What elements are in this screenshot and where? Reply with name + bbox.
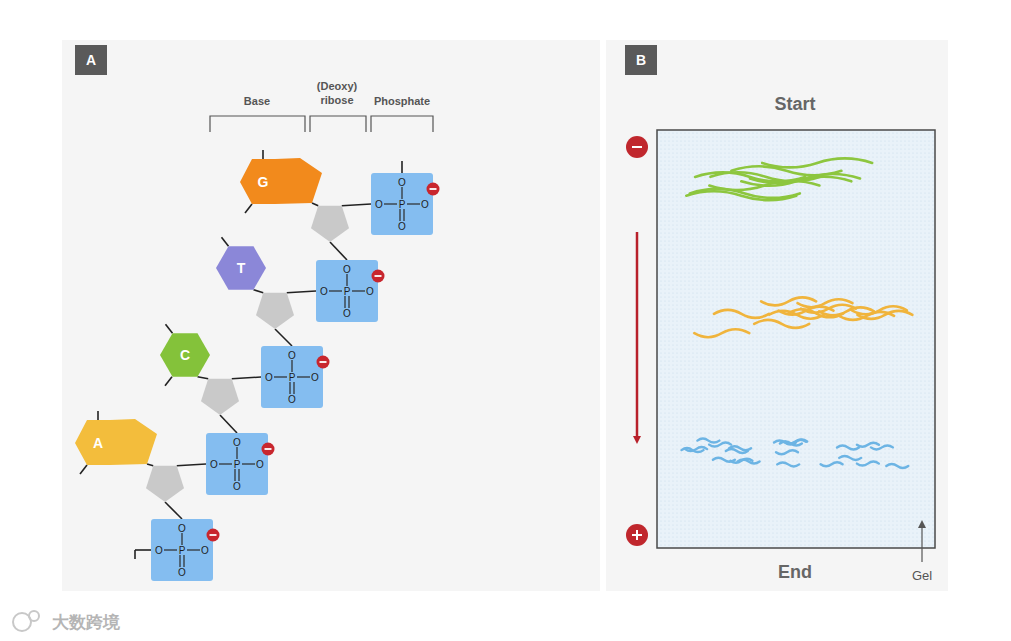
base-letter: T xyxy=(237,260,246,276)
panel-b xyxy=(606,40,948,591)
atom-symbol: P xyxy=(344,286,351,297)
atom-symbol: O xyxy=(398,177,406,188)
atom-symbol: O xyxy=(233,437,241,448)
base-letter: C xyxy=(180,347,190,363)
base-letter: A xyxy=(93,435,103,451)
atom-symbol: O xyxy=(210,459,218,470)
phosphate-group: OOPOO xyxy=(206,433,268,495)
backbone-bonds xyxy=(80,150,402,559)
atom-symbol: O xyxy=(201,545,209,556)
gel xyxy=(657,130,935,548)
atom-symbol: O xyxy=(233,481,241,492)
atom-symbol: O xyxy=(421,199,429,210)
node-shape xyxy=(73,417,159,468)
phosphate-group: OOPOO xyxy=(151,519,213,581)
atom-symbol: P xyxy=(179,545,186,556)
atom-symbol: O xyxy=(398,221,406,232)
atom-symbol: P xyxy=(399,199,406,210)
atom-symbol: O xyxy=(311,372,319,383)
phosphate-group: OOPOO xyxy=(261,346,323,408)
watermark: 大数跨境 xyxy=(52,612,120,634)
gel-leader xyxy=(921,524,922,562)
atom-symbol: O xyxy=(375,199,383,210)
atom-symbol: O xyxy=(320,286,328,297)
column-heading: (Deoxy) ribose xyxy=(312,79,362,108)
deoxyribose-sugars xyxy=(146,206,349,502)
atom-symbol: O xyxy=(178,523,186,534)
panel-letter: A xyxy=(86,52,96,68)
node-shape xyxy=(238,156,324,207)
panel-letter: B xyxy=(636,52,646,68)
atom-symbol: O xyxy=(343,264,351,275)
atom-symbol: O xyxy=(256,459,264,470)
panel-a xyxy=(62,40,600,591)
atom-symbol: O xyxy=(343,308,351,319)
atom-symbol: P xyxy=(234,459,241,470)
phosphate-group: OOPOO xyxy=(371,173,433,235)
base-letter: G xyxy=(258,174,269,190)
watermark-logo xyxy=(13,611,39,631)
base-cytosine: C xyxy=(158,331,212,379)
migration-arrow xyxy=(636,232,639,440)
atom-symbol: O xyxy=(366,286,374,297)
gel-end-label: End xyxy=(778,561,812,584)
panel-badge: B xyxy=(625,45,657,75)
base-adenine: A xyxy=(73,417,159,468)
dna-bands xyxy=(682,158,913,468)
gel-label: Gel xyxy=(912,568,932,585)
panel-badge: A xyxy=(75,45,107,75)
atom-symbol: O xyxy=(265,372,273,383)
base-thymine: T xyxy=(214,244,268,292)
gel-start-label: Start xyxy=(774,93,815,116)
header-brackets xyxy=(210,116,433,132)
atom-symbol: P xyxy=(289,372,296,383)
column-heading: Base xyxy=(244,94,270,108)
negative-electrode xyxy=(626,136,648,158)
phosphate-group: OOPOO xyxy=(316,260,378,322)
positive-electrode xyxy=(626,524,648,546)
base-guanine: G xyxy=(238,156,324,207)
atom-symbol: O xyxy=(178,567,186,578)
atom-symbol: O xyxy=(288,350,296,361)
atom-symbol: O xyxy=(288,394,296,405)
column-heading: Phosphate xyxy=(374,94,430,108)
atom-symbol: O xyxy=(155,545,163,556)
